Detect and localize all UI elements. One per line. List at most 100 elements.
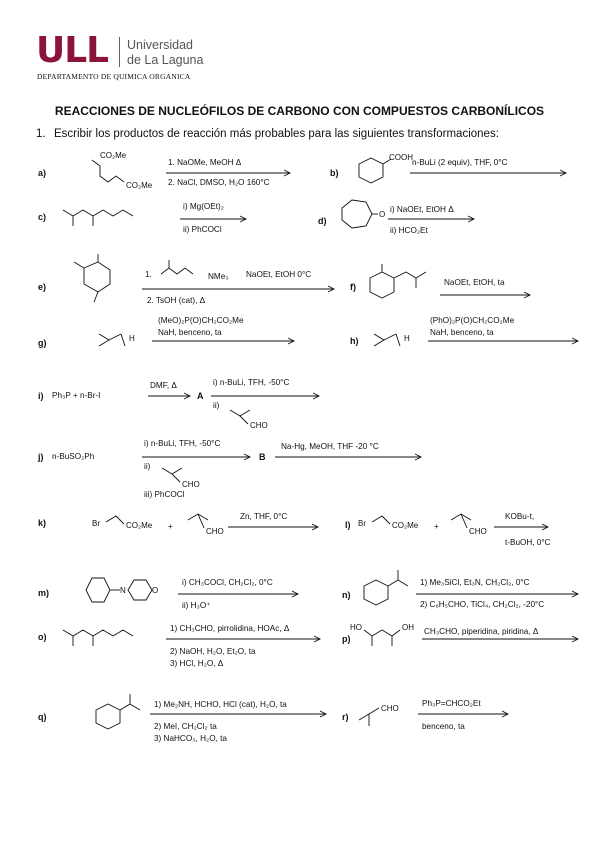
reaction-r-arrow [418,710,510,718]
reaction-i-intermediate: A [197,391,204,401]
reaction-q-label: q) [38,712,47,722]
reaction-r-condition-2: benceno, ta [422,722,465,731]
reaction-k-structure: Br CO₂Me [92,515,153,530]
reaction-c-arrow [180,215,248,223]
reaction-i-arrow-1 [148,392,192,400]
reaction-f-label: f) [350,282,356,292]
reaction-e-condition-1b: NaOEt, EtOH 0°C [246,270,312,279]
reaction-n-condition-2: 2) C₆H₅CHO, TiCl₄, CH₂Cl₂, -20°C [420,600,545,609]
reaction-d-condition-1: i) NaOEt, EtOH Δ [390,205,454,214]
department-name: DEPARTAMENTO DE QUIMICA ORGANICA [37,72,191,81]
reaction-i-label: i) [38,391,44,401]
reaction-m-arrow [178,590,300,598]
reaction-d-condition-2: ii) HCO₂Et [390,226,428,235]
logo-divider [119,37,120,67]
reaction-k-condition-1: Zn, THF, 0°C [240,512,288,521]
reaction-p-structure: HO OH [350,623,414,646]
reaction-a-label: a) [38,168,47,178]
reaction-p-condition-1: CH₃CHO, piperidina, piridina, Δ [424,627,539,636]
reaction-j-condition-2: ii) [144,462,151,471]
reaction-e-structure [73,254,111,303]
reaction-l-condition-2: t-BuOH, 0°C [505,538,551,547]
reaction-j-condition-b: Na-Hg, MeOH, THF -20 °C [281,442,379,451]
reaction-b-condition-1: n-BuLi (2 equiv), THF, 0°C [412,158,508,167]
reaction-i-condition-1: i) n-BuLi, TFH, -50°C [213,378,290,387]
reaction-l-label: l) [345,520,351,530]
reaction-r-structure: CHO [358,704,399,726]
reaction-m-label: m) [38,588,49,598]
reaction-j-condition-1: i) n-BuLi, TFH, -50°C [144,439,221,448]
svg-text:CO₂Me: CO₂Me [126,521,153,530]
reaction-m-structure: N O [85,577,158,603]
reaction-j-reactant: n-BuSO₂Ph [52,452,95,461]
reaction-n-arrow [416,590,580,598]
svg-text:O: O [379,210,385,219]
reaction-l-condition-1: KOBu-t, [505,512,535,521]
svg-text:CO₂Me: CO₂Me [126,181,153,190]
svg-text:CO₂Me: CO₂Me [392,521,419,530]
reaction-d-structure: O [341,199,385,229]
reaction-g-condition-1: (MeO)₂P(O)CH₂CO₂Me [158,316,244,325]
reaction-b-label: b) [330,168,339,178]
svg-text:CHO: CHO [206,527,224,536]
reaction-l-aldehyde-structure: CHO [450,513,487,536]
reaction-h-arrow [428,337,580,345]
svg-text:HO: HO [350,623,362,632]
reaction-q-arrow [150,710,328,718]
reaction-o-condition-1: 1) CH₃CHO, pirrolidina, HOAc, Δ [170,624,290,633]
reaction-i-arrow-2 [211,392,321,400]
reaction-o-label: o) [38,632,47,642]
reaction-k-label: k) [38,518,47,528]
reaction-m-condition-2: ii) H₃O⁺ [182,601,211,610]
reaction-h-structure: H [373,333,410,347]
reaction-a-condition-2: 2. NaCl, DMSO, H₂O 160°C [168,178,270,187]
reaction-n-label: n) [342,590,351,600]
reaction-f-condition-1: NaOEt, EtOH, ta [444,278,505,287]
document-title: REACCIONES DE NUCLEÓFILOS DE CARBONO CON… [54,104,545,118]
reaction-i-condition-2: ii) [213,401,220,410]
reaction-e-reagent-structure [160,260,194,275]
reaction-j-intermediate: B [259,452,266,462]
reaction-i-condition-a: DMF, Δ [150,381,177,390]
reaction-a-condition-1: 1. NaOMe, MeOH Δ [168,158,242,167]
reaction-h-condition-1: (PhO)₂P(O)CH₂CO₂Me [430,316,515,325]
svg-text:CHO: CHO [469,527,487,536]
reaction-n-structure [363,570,409,606]
reaction-e-condition-2: 2. TsOH (cat), Δ [147,296,206,305]
reaction-i-reactants: Ph₃P + n-Br-I [52,391,101,400]
reaction-a-arrow [166,169,292,177]
university-name-line2: de La Laguna [127,53,204,67]
svg-text:O: O [152,586,158,595]
reaction-r-condition-1: Ph₃P=CHCO₂Et [422,699,481,708]
svg-text:Br: Br [358,519,366,528]
reaction-d-arrow [388,215,476,223]
reaction-o-structure [62,629,134,646]
reaction-g-condition-2: NaH, benceno, ta [158,328,222,337]
svg-text:N: N [120,586,126,595]
svg-text:CHO: CHO [250,421,268,430]
reaction-j-condition-3: iii) PhCOCl [144,490,185,499]
reaction-o-condition-3: 3) HCl, H₂O, Δ [170,659,224,668]
question-number: 1. [36,128,46,140]
reaction-l-arrow [494,523,550,531]
reaction-c-structure [62,209,134,226]
reaction-k-aldehyde-structure: CHO [187,513,224,536]
reaction-q-structure [95,694,141,730]
reaction-q-condition-2: 2) MeI, CH₂Cl₂ ta [154,722,217,731]
svg-text:H: H [129,334,135,343]
reaction-p-label: p) [342,634,351,644]
reaction-f-structure [369,264,427,299]
reaction-j-aldehyde-structure: CHO [161,467,200,489]
university-name-line1: Universidad [127,38,194,52]
reaction-e-reagent-label: NMe₃ [208,272,229,281]
reaction-d-label: d) [318,216,327,226]
reaction-j-arrow-2 [275,453,423,461]
reaction-j-label: j) [38,452,44,462]
question-text: Escribir los productos de reacción más p… [54,128,499,140]
reaction-g-label: g) [38,338,47,348]
reaction-k-plus: + [168,522,173,531]
reaction-f-arrow [440,291,532,299]
reaction-g-arrow [152,337,296,345]
svg-text:CHO: CHO [381,704,399,713]
reaction-b-structure: COOH [358,153,413,184]
